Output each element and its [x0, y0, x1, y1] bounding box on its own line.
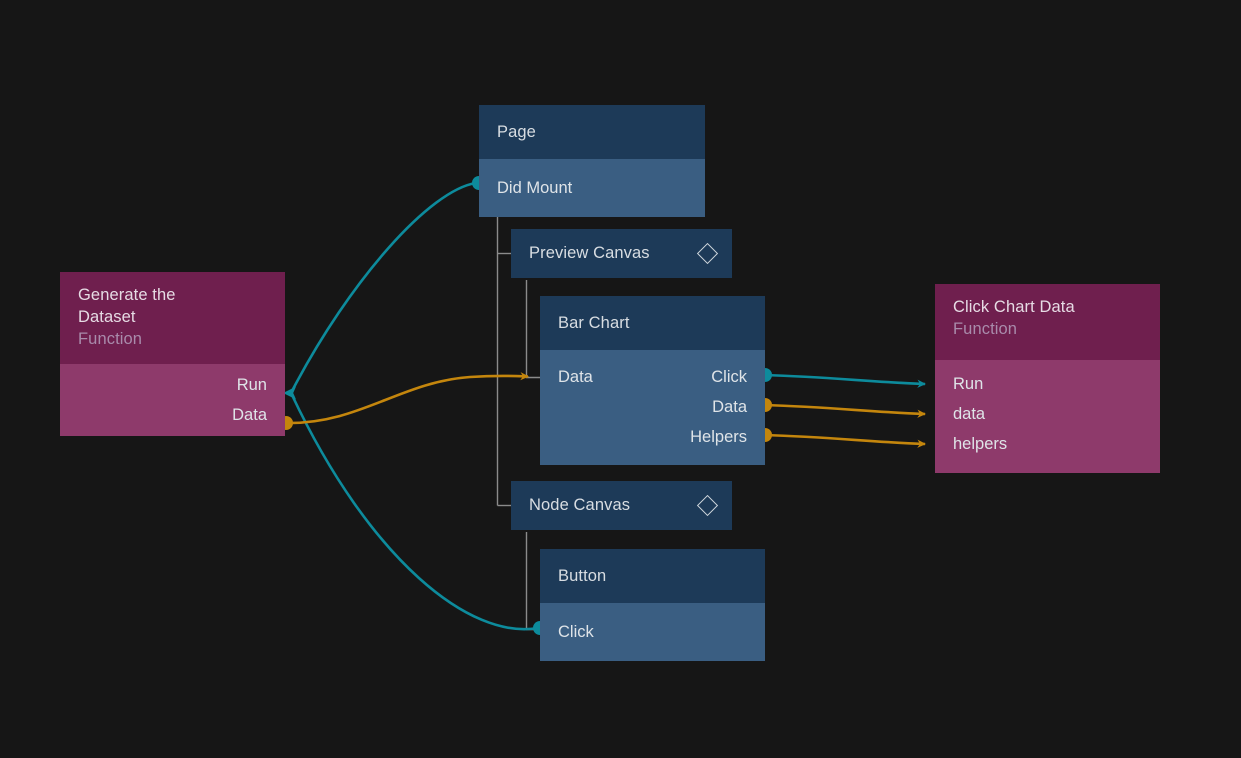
- node-click-chart-data-header: Click Chart Data Function: [935, 284, 1160, 360]
- port-generate-data-label: Data: [232, 406, 267, 424]
- wire-barchart-click-to-clickchart-run: [764, 373, 926, 388]
- node-button-body: Click: [540, 603, 765, 661]
- port-generate-data[interactable]: Data: [60, 400, 285, 430]
- port-button-click[interactable]: Click: [540, 617, 765, 647]
- port-click-chart-data-label: data: [953, 405, 986, 423]
- tree-branch-bar-chart: [525, 280, 540, 379]
- port-bar-chart-data-out-label: Data: [712, 398, 747, 416]
- node-page-body: Did Mount: [479, 159, 705, 217]
- port-bar-chart-data-out[interactable]: Data: [540, 392, 765, 422]
- node-node-canvas-header: Node Canvas: [511, 481, 732, 530]
- node-button-header: Button: [540, 549, 765, 603]
- node-bar-chart-body: Data Click Data Helpers: [540, 350, 765, 465]
- node-preview-canvas-title: Preview Canvas: [529, 244, 650, 262]
- port-generate-run-label: Run: [236, 376, 267, 394]
- port-click-chart-helpers[interactable]: helpers: [935, 429, 1160, 459]
- node-page-header: Page: [479, 105, 705, 159]
- node-page-title: Page: [497, 123, 536, 141]
- node-preview-canvas-header: Preview Canvas: [511, 229, 732, 278]
- wire-generate-data-to-barchart-data: [285, 372, 529, 425]
- port-page-did-mount[interactable]: Did Mount: [479, 173, 705, 203]
- wire-barchart-helpers-to-clickchart-helpers: [764, 433, 926, 448]
- node-generate-the-dataset[interactable]: Generate the Dataset Function Run Data: [60, 272, 285, 436]
- node-generate-the-dataset-title-line2: Dataset: [78, 308, 136, 326]
- node-click-chart-data-title: Click Chart Data: [953, 298, 1075, 316]
- node-node-canvas[interactable]: Node Canvas: [511, 481, 732, 530]
- port-generate-run[interactable]: Run: [60, 370, 285, 400]
- port-button-click-label: Click: [558, 623, 594, 641]
- wire-button-click-to-generate-run: [290, 394, 539, 631]
- node-generate-the-dataset-subtitle: Function: [78, 330, 143, 348]
- port-click-chart-run-label: Run: [953, 375, 984, 393]
- port-click-chart-data[interactable]: data: [935, 399, 1160, 429]
- node-bar-chart[interactable]: Bar Chart Data Click Data Helpers: [540, 296, 765, 465]
- wire-didmount-run: [290, 181, 477, 392]
- port-page-did-mount-label: Did Mount: [497, 179, 573, 197]
- node-bar-chart-title: Bar Chart: [558, 314, 630, 332]
- node-generate-the-dataset-header: Generate the Dataset Function: [60, 272, 285, 364]
- port-click-chart-helpers-label: helpers: [953, 435, 1008, 453]
- node-page[interactable]: Page Did Mount: [479, 105, 705, 217]
- node-generate-the-dataset-body: Run Data: [60, 364, 285, 436]
- port-click-chart-run[interactable]: Run: [935, 369, 1160, 399]
- node-preview-canvas[interactable]: Preview Canvas: [511, 229, 732, 278]
- port-bar-chart-helpers-out-label: Helpers: [690, 428, 747, 446]
- diamond-icon: [696, 494, 719, 516]
- node-bar-chart-header: Bar Chart: [540, 296, 765, 350]
- node-button-title: Button: [558, 567, 607, 585]
- port-bar-chart-row-1[interactable]: Data Click: [540, 362, 765, 392]
- node-node-canvas-title: Node Canvas: [529, 496, 631, 514]
- diamond-icon: [696, 242, 719, 264]
- port-bar-chart-helpers-out[interactable]: Helpers: [540, 422, 765, 452]
- node-button[interactable]: Button Click: [540, 549, 765, 661]
- node-click-chart-data-body: Run data helpers: [935, 360, 1160, 473]
- node-generate-the-dataset-title-line1: Generate the: [78, 286, 176, 304]
- node-click-chart-data[interactable]: Click Chart Data Function Run data helpe…: [935, 284, 1160, 473]
- tree-branch-button: [525, 532, 540, 631]
- port-bar-chart-click-out-label: Click: [711, 368, 747, 386]
- port-bar-chart-data-in-label: Data: [558, 368, 593, 386]
- node-click-chart-data-subtitle: Function: [953, 320, 1018, 338]
- wire-barchart-data-to-clickchart-data: [764, 403, 926, 418]
